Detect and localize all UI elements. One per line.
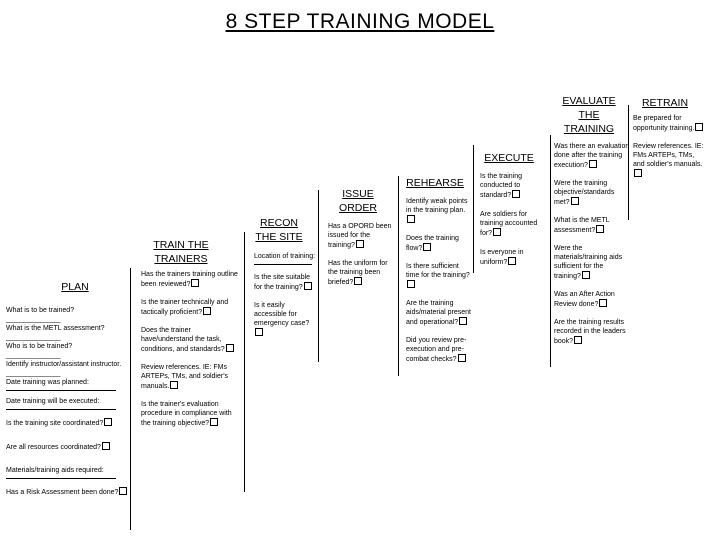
execute-title: EXECUTE <box>484 152 534 164</box>
plan-item: ______________ <box>6 316 61 323</box>
divider-issue-rehearse <box>398 176 399 376</box>
checkbox[interactable] <box>588 160 597 168</box>
date-executed-blank[interactable] <box>6 407 116 410</box>
location-blank[interactable] <box>254 262 312 265</box>
checkbox[interactable] <box>695 123 704 131</box>
plan-item: ______________ <box>6 334 61 341</box>
checkbox[interactable] <box>407 280 415 288</box>
recon-item: Is the site suitable for the training? <box>254 274 312 291</box>
plan-item: Is the training site coordinated? <box>6 418 128 428</box>
checkbox[interactable] <box>570 197 579 205</box>
checkbox[interactable] <box>255 328 263 336</box>
divider-plan-train <box>130 268 131 530</box>
evaluate-item: What is the METL assessment? <box>554 217 610 234</box>
rehearse-item: Is there sufficient time for the trainin… <box>406 262 472 290</box>
train-item: Is the trainer technically and tacticall… <box>141 299 229 316</box>
recon-item: Is it easily accessible for emergency ca… <box>254 301 316 338</box>
checkbox[interactable] <box>493 228 502 236</box>
execute-item: Is everyone in uniform? <box>480 249 524 266</box>
plan-item: Has a Risk Assessment been done? <box>6 487 128 497</box>
plan-item: Materials/training aids required: <box>6 467 104 474</box>
train-item: Has the trainers training outline been r… <box>141 271 238 288</box>
plan-column: What is to be trained? ______________ Wh… <box>6 306 128 497</box>
rehearse-item: Did you review pre-execution and pre-com… <box>406 337 467 363</box>
plan-item: Date training was planned: <box>6 379 89 386</box>
evaluate-title: EVALUATE THE TRAINING <box>562 95 616 135</box>
date-planned-blank[interactable] <box>6 388 116 391</box>
plan-item: Who is to be trained? <box>6 343 73 350</box>
train-column: Has the trainers training outline been r… <box>141 270 241 428</box>
divider-train-recon <box>244 232 245 492</box>
recon-item: Location of training: <box>254 253 316 260</box>
checkbox[interactable] <box>423 243 432 251</box>
plan-item: Date training will be executed: <box>6 398 100 405</box>
train-item: Review references. IE: FMs ARTEPs, TMs, … <box>141 364 229 390</box>
checkbox[interactable] <box>210 418 219 426</box>
plan-item: Identify instructor/assistant instructor… <box>6 361 122 368</box>
retrain-title: RETRAIN <box>641 97 689 109</box>
evaluate-item: Was an After Action Review done? <box>554 291 615 308</box>
checkbox[interactable] <box>581 271 590 279</box>
rehearse-item: Identify weak points in the training pla… <box>406 197 472 225</box>
checkbox[interactable] <box>634 169 642 177</box>
materials-blank[interactable] <box>6 476 116 479</box>
execute-item: Are soldiers for training accounted for? <box>480 211 538 237</box>
execute-item: Is the training conducted to standard? <box>480 173 523 199</box>
checkbox[interactable] <box>574 336 583 344</box>
rehearse-title: REHEARSE <box>406 177 464 189</box>
evaluate-item: Was there an evaluation done after the t… <box>554 143 630 169</box>
plan-item: ______________ <box>6 352 61 359</box>
issue-item: Has a OPORD been issued for the training… <box>328 223 392 249</box>
execute-column: Is the training conducted to standard? A… <box>480 172 548 267</box>
rehearse-item: Are the training aids/material present a… <box>406 300 471 326</box>
evaluate-column: Was there an evaluation done after the t… <box>554 142 630 346</box>
checkbox[interactable] <box>355 240 364 248</box>
evaluate-item: Were the materials/training aids suffici… <box>554 245 623 280</box>
checkbox[interactable] <box>225 344 234 352</box>
rehearse-column: Identify weak points in the training pla… <box>406 197 472 364</box>
checkbox[interactable] <box>119 487 128 495</box>
divider-evaluate-retrain <box>628 105 629 220</box>
recon-column: Location of training: Is the site suitab… <box>254 252 316 338</box>
plan-item: Are all resources coordinated? <box>6 442 128 452</box>
checkbox[interactable] <box>354 277 363 285</box>
plan-title: PLAN <box>61 281 89 293</box>
checkbox[interactable] <box>407 215 415 223</box>
checkbox[interactable] <box>203 307 212 315</box>
checkbox[interactable] <box>170 381 179 389</box>
checkbox[interactable] <box>599 299 608 307</box>
train-item: Is the trainer's evaluation procedure in… <box>141 401 232 427</box>
evaluate-item: Were the training objective/standards me… <box>554 180 615 206</box>
checkbox[interactable] <box>596 225 605 233</box>
checkbox[interactable] <box>457 354 466 362</box>
retrain-item: Be prepared for opportunity training. <box>633 114 707 133</box>
checkbox[interactable] <box>191 279 200 287</box>
issue-column: Has a OPORD been issued for the training… <box>328 222 394 287</box>
retrain-column: Be prepared for opportunity training. Re… <box>633 114 707 179</box>
divider-recon-issue <box>318 190 319 362</box>
checkbox[interactable] <box>459 317 468 325</box>
page-title: 8 STEP TRAINING MODEL <box>225 10 495 33</box>
evaluate-item: Are the training results recorded in the… <box>554 319 626 345</box>
issue-item: Has the uniform for the training been br… <box>328 260 388 286</box>
checkbox[interactable] <box>101 442 110 450</box>
train-item: Does the trainer have/understand the tas… <box>141 326 241 354</box>
checkbox[interactable] <box>508 257 517 265</box>
plan-item: What is the METL assessment? <box>6 325 105 332</box>
checkbox[interactable] <box>104 418 113 426</box>
retrain-item: Review references. IE: FMs ARTEPs, TMs, … <box>633 142 707 179</box>
divider-rehearse-execute <box>473 145 474 273</box>
checkbox[interactable] <box>303 282 312 290</box>
rehearse-item: Does the training flow? <box>406 235 459 252</box>
divider-execute-evaluate <box>550 135 551 367</box>
checkbox[interactable] <box>512 190 521 198</box>
plan-item: ______________ <box>6 370 61 377</box>
plan-item: What is to be trained? <box>6 307 75 314</box>
